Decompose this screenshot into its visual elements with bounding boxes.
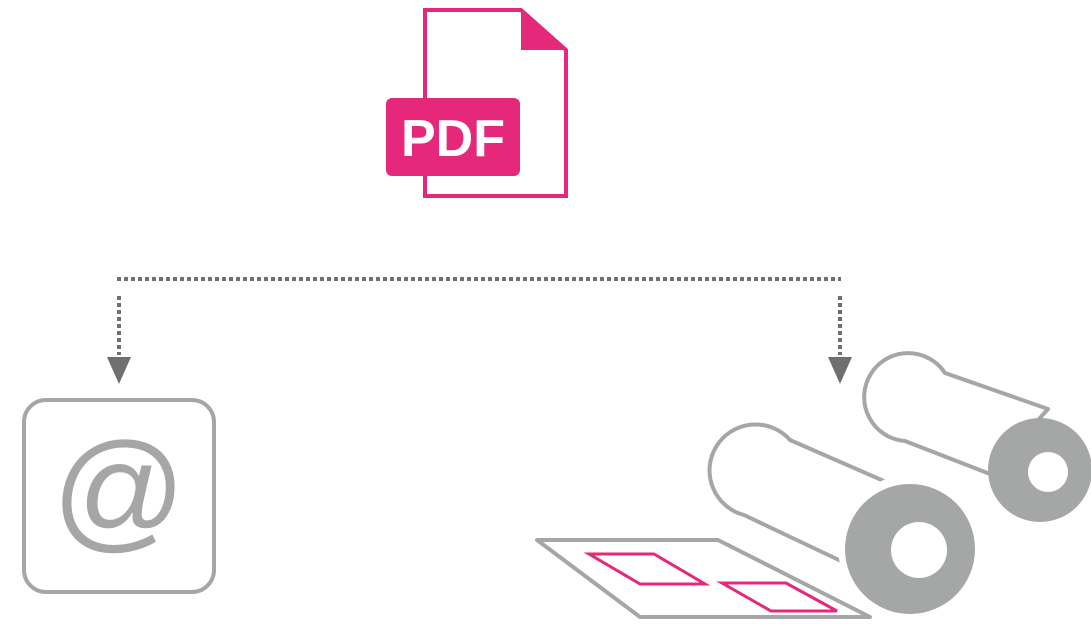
at-sign-icon: @ bbox=[24, 400, 214, 592]
back-roller-hole bbox=[1028, 452, 1068, 492]
printing-press-rollers-icon bbox=[537, 353, 1091, 619]
arrow-down-right-icon bbox=[828, 357, 852, 384]
connector-arrows bbox=[107, 279, 852, 384]
at-sign-glyph: @ bbox=[52, 416, 186, 563]
arrow-down-left-icon bbox=[107, 357, 131, 384]
pdf-page-corner-fold bbox=[521, 10, 566, 50]
front-roller-hole bbox=[891, 522, 947, 578]
pdf-label: PDF bbox=[401, 110, 505, 168]
pdf-file-icon: PDF bbox=[386, 10, 566, 196]
